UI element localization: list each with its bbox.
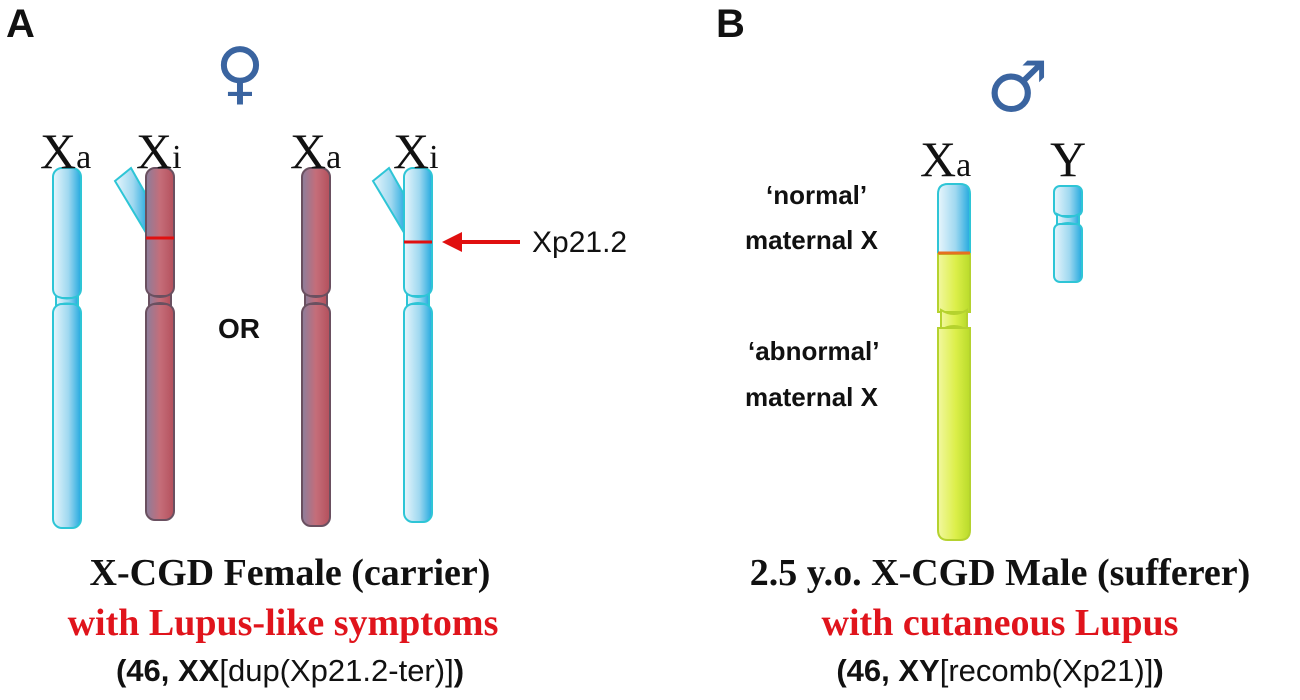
caption-a-line2: with Lupus-like symptoms	[67, 602, 499, 644]
chromosome-xa-recombinant	[937, 183, 971, 541]
chromosome-label-y: Y	[1050, 131, 1087, 187]
karyotype-b: (46, XY[recomb(Xp21)])	[836, 653, 1164, 688]
chromosome-xa-2	[301, 167, 331, 527]
breakpoint-arrow	[442, 232, 520, 252]
chromosome-y	[1053, 185, 1083, 283]
male-symbol-icon: ♂	[986, 46, 1049, 128]
chromosome-label-xa-2: Xa	[290, 123, 342, 179]
panel-letter-b: B	[716, 2, 745, 46]
abnormal-x-label-line1: ‘abnormal’	[748, 336, 880, 366]
chromosome-xi-2	[371, 166, 433, 523]
female-symbol-icon: ♀	[215, 34, 265, 113]
or-label: OR	[218, 313, 260, 344]
normal-x-label-line1: ‘normal’	[766, 180, 868, 210]
caption-a-line1: X-CGD Female (carrier)	[89, 552, 491, 594]
chromosome-label-xi-2: Xi	[393, 123, 439, 179]
normal-x-label-line2: maternal X	[745, 225, 878, 255]
breakpoint-label: Xp21.2	[532, 226, 628, 259]
panel-letter-a: A	[6, 2, 35, 46]
chromosome-xa-1	[52, 167, 82, 529]
caption-b-line2: with cutaneous Lupus	[821, 602, 1179, 644]
chromosome-label-xi-1: Xi	[136, 123, 182, 179]
chromosome-label-xa-1: Xa	[40, 123, 92, 179]
chromosome-label-xa-b: Xa	[920, 131, 972, 187]
karyotype-a: (46, XX[dup(Xp21.2-ter)])	[115, 653, 465, 688]
abnormal-x-label-line2: maternal X	[745, 382, 878, 412]
chromosome-xi-1	[113, 166, 175, 521]
caption-b-line1: 2.5 y.o. X-CGD Male (sufferer)	[749, 552, 1251, 594]
